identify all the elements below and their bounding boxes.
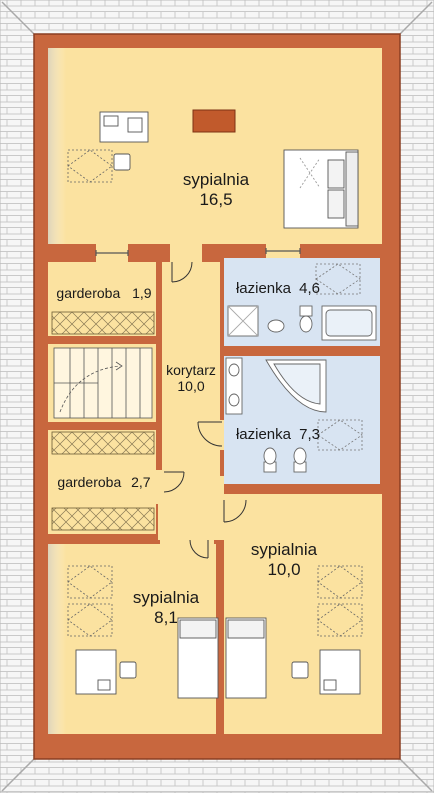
bathtub-icon bbox=[265, 359, 327, 413]
skylight-icon bbox=[315, 263, 361, 295]
toilet-icon bbox=[299, 305, 313, 333]
bed-icon bbox=[225, 617, 267, 699]
chair-icon bbox=[291, 661, 309, 679]
skylight-icon bbox=[67, 149, 113, 183]
bed-icon bbox=[177, 617, 219, 699]
room-label-bedroom-top: sypialnia 16,5 bbox=[168, 170, 264, 209]
room-name: łazienka bbox=[235, 280, 291, 297]
room-name: sypialnia bbox=[182, 170, 250, 189]
room-name: garderoba bbox=[56, 285, 121, 301]
room-label-bathroom-2: łazienka 7,3 bbox=[226, 426, 330, 443]
shower-icon bbox=[227, 305, 259, 337]
window-icon bbox=[95, 248, 301, 256]
room-label-bathroom-1: łazienka 4,6 bbox=[226, 280, 330, 297]
room-area: 10,0 bbox=[267, 559, 301, 579]
chair-icon bbox=[113, 153, 131, 171]
skylight-icon bbox=[67, 565, 113, 637]
desk-icon bbox=[99, 111, 149, 143]
wardrobe-shelf bbox=[51, 311, 155, 335]
wardrobe-shelf bbox=[51, 431, 155, 455]
room-label-corridor: korytarz 10,0 bbox=[160, 362, 222, 394]
stairs-icon bbox=[53, 347, 153, 419]
room-label-wardrobe-1: garderoba 1,9 bbox=[54, 285, 154, 301]
sink-icon bbox=[267, 319, 285, 333]
skylight-icon bbox=[317, 565, 363, 637]
room-name: łazienka bbox=[235, 426, 291, 443]
desk-icon bbox=[319, 649, 361, 695]
room-name: garderoba bbox=[57, 474, 122, 490]
sink-icon bbox=[225, 357, 243, 415]
room-name: sypialnia bbox=[250, 540, 318, 559]
chair-icon bbox=[119, 661, 137, 679]
chimney-icon bbox=[192, 109, 236, 133]
room-label-bedroom-right: sypialnia 10,0 bbox=[236, 540, 332, 579]
room-name: sypialnia bbox=[132, 588, 200, 607]
room-area: 1,9 bbox=[132, 285, 152, 301]
room-area: 2,7 bbox=[131, 474, 151, 490]
room-area: 16,5 bbox=[199, 189, 233, 209]
toilet-icon bbox=[263, 447, 307, 473]
room-label-wardrobe-2: garderoba 2,7 bbox=[54, 474, 154, 490]
skylight-icon bbox=[317, 419, 363, 451]
room-name: korytarz bbox=[166, 362, 216, 378]
bed-icon bbox=[283, 149, 359, 229]
bathtub-icon bbox=[321, 305, 377, 341]
room-area: 8,1 bbox=[154, 607, 178, 627]
room-area: 10,0 bbox=[177, 378, 205, 395]
room-area: 7,3 bbox=[299, 426, 321, 443]
room-area: 4,6 bbox=[299, 280, 321, 297]
room-label-bedroom-left: sypialnia 8,1 bbox=[118, 588, 214, 627]
desk-icon bbox=[75, 649, 117, 695]
wardrobe-shelf bbox=[51, 507, 155, 531]
